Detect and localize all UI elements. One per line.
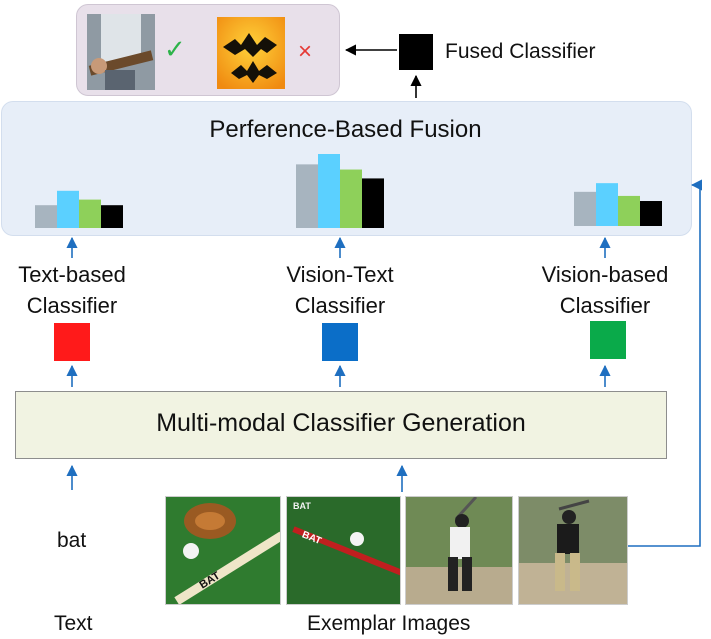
- text-classifier-square: [54, 323, 90, 361]
- bar-group-1-bar-1: [318, 154, 340, 228]
- bar-group-0-bar-2: [79, 199, 101, 228]
- vision-classifier-square: [590, 321, 626, 359]
- text-caption: Text: [54, 612, 93, 635]
- fused-classifier-square: [399, 34, 433, 70]
- fusion-title: Perference-Based Fusion: [209, 116, 482, 143]
- vision-text-classifier-square: [322, 323, 358, 361]
- generation-box: [15, 391, 667, 459]
- bar-group-1-bar-3: [362, 178, 384, 228]
- vision-text-classifier-label: Vision-Text Classifier: [286, 262, 394, 318]
- text-classifier-label: Text-based Classifier: [18, 262, 126, 318]
- bar-group-1-bar-0: [296, 164, 318, 228]
- bat-animal-thumbnail: [217, 17, 285, 89]
- bar-group-2-bar-3: [640, 201, 662, 226]
- wrong-cross-icon: ×: [298, 38, 313, 65]
- bar-group-2-bar-2: [618, 195, 640, 226]
- bar-group-0-bar-0: [35, 205, 57, 228]
- bar-group-1-bar-2: [340, 169, 362, 228]
- baseball-player-thumbnail: [87, 14, 155, 90]
- exemplar-image-glove-bat: BAT: [165, 496, 281, 605]
- input-word: bat: [57, 529, 87, 552]
- generation-title: Multi-modal Classifier Generation: [156, 409, 526, 437]
- bar-group-0-bar-1: [57, 190, 79, 228]
- correct-check-icon: ✓: [164, 34, 186, 64]
- exemplar-image-batter-1: [405, 496, 513, 605]
- arrow-images-to-fusion: [628, 179, 703, 547]
- bat-print-corner: BAT: [293, 501, 311, 511]
- exemplar-image-red-bat: BAT BAT: [286, 496, 401, 605]
- exemplar-image-batter-2: [518, 496, 628, 605]
- bar-group-2-bar-1: [596, 183, 618, 226]
- bar-group-0-bar-3: [101, 205, 123, 228]
- vision-classifier-label: Vision-based Classifier: [541, 262, 669, 318]
- bar-group-2-bar-0: [574, 191, 596, 226]
- exemplar-images-caption: Exemplar Images: [307, 612, 471, 635]
- fused-classifier-label: Fused Classifier: [445, 40, 596, 63]
